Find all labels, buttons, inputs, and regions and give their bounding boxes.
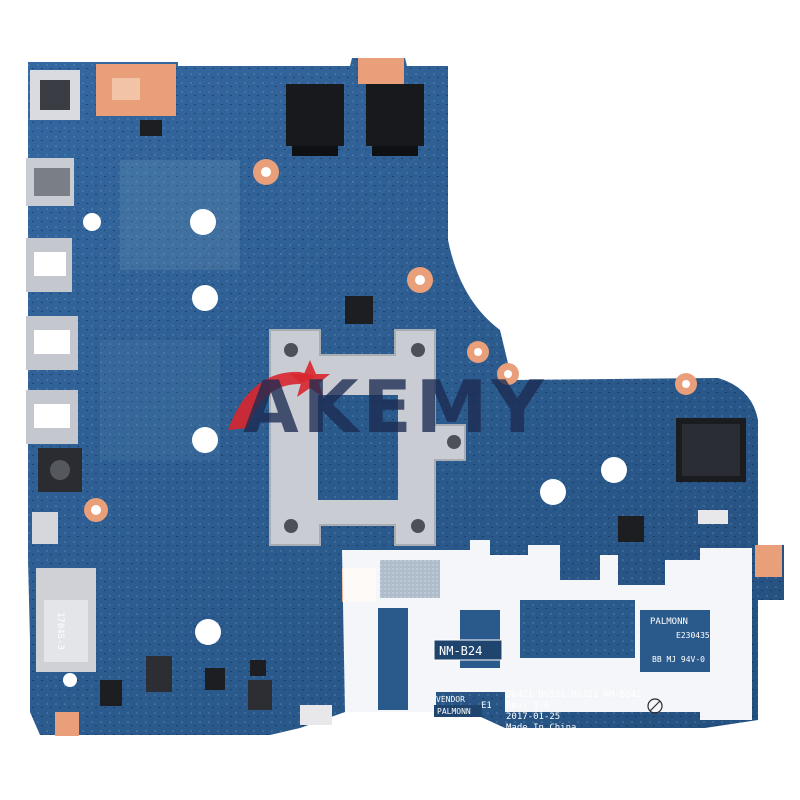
vendor-name: PALMONN <box>437 707 471 716</box>
ic-chip <box>140 120 162 136</box>
vendor-label: VENDOR <box>436 695 465 704</box>
connector <box>300 705 332 725</box>
memory-chip <box>366 84 424 146</box>
inductor <box>146 656 172 692</box>
copper-pad <box>55 712 79 736</box>
pcb-vendor-label: PALMONN <box>650 617 688 627</box>
sd-card-code: 1704S-3 <box>55 612 65 650</box>
pcb-code-label: E230435 <box>676 631 710 640</box>
ic-chip <box>345 296 373 324</box>
board-id-label: BB MJ 94V-0 <box>652 655 705 664</box>
no-symbol-icon <box>647 698 663 714</box>
ic-chip <box>618 516 644 542</box>
memory-chip <box>286 84 344 146</box>
revision-line: Rev: 1.0 <box>506 701 549 711</box>
ic-chip <box>250 660 266 676</box>
made-in-line: Made In China <box>506 723 576 733</box>
screw-holes <box>63 159 697 687</box>
silkscreen-areas <box>342 540 752 720</box>
ic-chip <box>205 668 225 690</box>
inductor <box>248 680 272 710</box>
ic-chip <box>100 680 122 706</box>
rohs-mark: E1 <box>481 701 492 711</box>
connector <box>698 510 728 524</box>
watermark-text: AKEMY <box>243 365 547 449</box>
copper-pad <box>755 545 782 577</box>
usb-c-port <box>32 512 58 544</box>
model-line: DG421 DG521 DG721 NM-B242 <box>506 690 641 700</box>
watermark-logo: AKEMY <box>228 360 547 449</box>
copper-pad <box>358 58 404 84</box>
date-line: 2017-01-25 <box>506 712 560 722</box>
nm-label-box <box>433 639 503 661</box>
nm-label: NM-B24 <box>439 644 482 658</box>
left-ports <box>26 70 96 672</box>
